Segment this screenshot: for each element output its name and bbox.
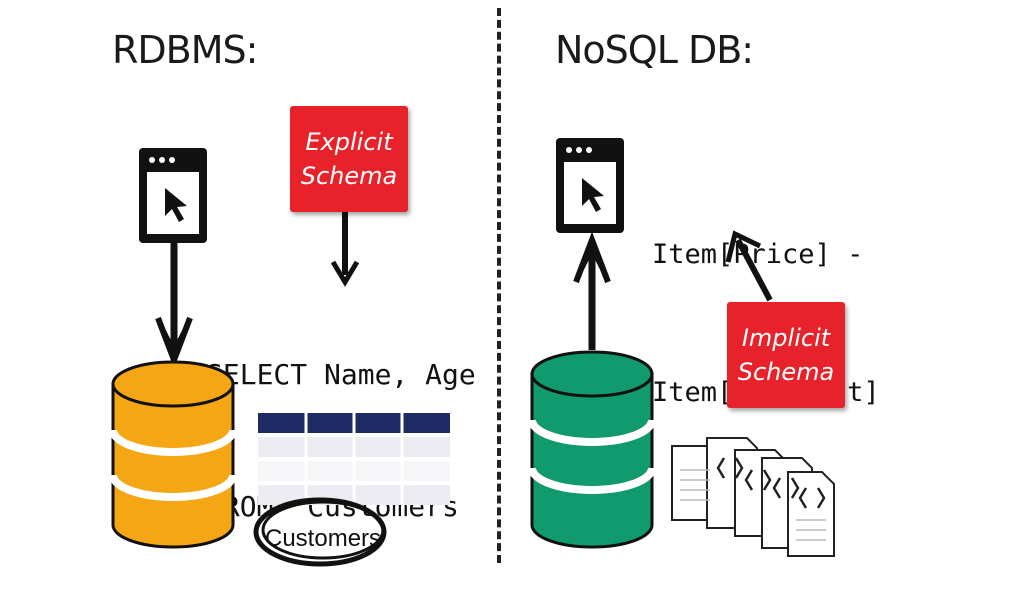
nosql-expression-line-1: Item[Price] - [652,239,864,270]
document-database-icon [528,350,656,549]
rdbms-title: RDBMS: [112,28,258,72]
app-window-icon [139,148,207,243]
json-documents-icon [671,437,835,557]
explicit-schema-tag: Explicit Schema [290,106,408,212]
cursor-icon-nosql [582,178,604,212]
explicit-schema-arrow [330,212,360,287]
explicit-schema-line-1: Explicit [305,128,393,156]
implicit-schema-arrow [725,230,773,302]
explicit-schema-line-2: Schema [300,162,398,190]
implicit-schema-line-2: Schema [737,358,835,386]
cursor-icon [165,188,187,222]
nosql-title: NoSQL DB: [555,28,754,72]
customers-table [253,413,450,567]
implicit-schema-tag: Implicit Schema [727,302,845,408]
app-window-icon-nosql [556,138,624,233]
implicit-schema-line-1: Implicit [741,324,831,352]
relational-database-icon [109,360,237,549]
query-arrow-down [155,243,193,369]
nosql-arrow-up [573,231,611,350]
section-divider [497,8,501,563]
sql-query-line-1: SELECT Name, Age [206,358,476,391]
customers-table-label: Customers [265,525,382,552]
